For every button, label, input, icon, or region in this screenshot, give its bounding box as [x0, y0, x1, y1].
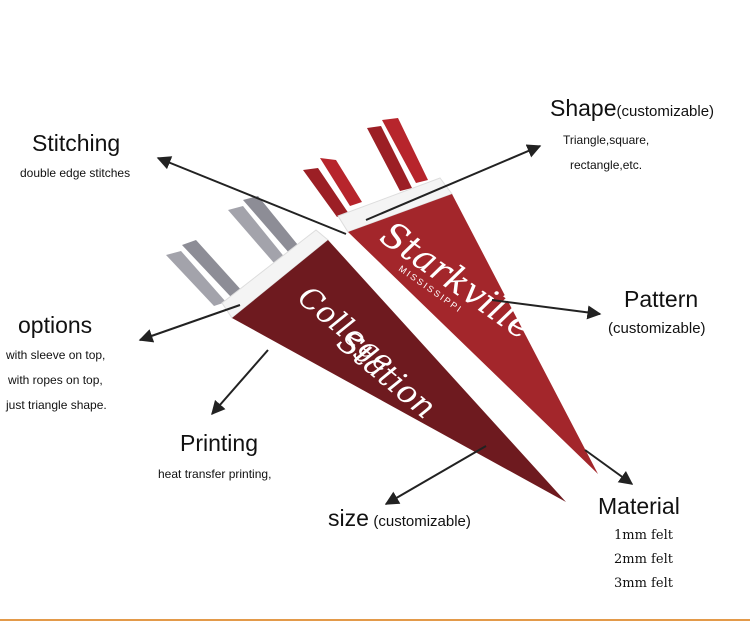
- options-line2: with ropes on top,: [8, 373, 103, 387]
- shape-arrow: [365, 144, 542, 221]
- back-pennant-body: [348, 194, 598, 474]
- size-title: size: [328, 505, 369, 531]
- pattern-qualifier: (customizable): [608, 320, 706, 337]
- shape-line1: Triangle,square,: [563, 133, 650, 147]
- pattern-title: Pattern: [624, 286, 699, 312]
- size-qualifier: (customizable): [373, 513, 471, 530]
- options-line3: just triangle shape.: [6, 398, 107, 412]
- stitching-title: Stitching: [32, 130, 121, 156]
- back-pennant: Starkville MISSISSIPPI: [303, 118, 598, 474]
- annotation-arrows: [138, 144, 634, 505]
- back-pennant-ribbon: [367, 126, 412, 191]
- stitching-desc: double edge stitches: [20, 166, 131, 180]
- front-pennant: College Station: [166, 196, 566, 502]
- back-pennant-ribbon: [382, 118, 428, 183]
- options-line1: with sleeve on top,: [6, 348, 106, 362]
- bottom-border: [0, 619, 750, 621]
- options-title: options: [18, 312, 93, 338]
- front-pennant-ribbon: [182, 240, 243, 297]
- material-title: Material: [598, 493, 680, 519]
- material-line2: 2mm felt: [614, 552, 673, 567]
- material-line3: 3mm felt: [614, 576, 673, 591]
- pattern-arrow: [491, 299, 602, 320]
- size-arrow: [384, 445, 487, 505]
- front-pennant-body: [232, 240, 566, 502]
- printing-desc: heat transfer printing,: [158, 467, 272, 481]
- shape-title-line: Shape(customizable): [550, 95, 714, 122]
- size-title-line: size (customizable): [328, 505, 471, 532]
- printing-title: Printing: [180, 430, 258, 456]
- front-pennant-ribbon: [228, 206, 286, 263]
- options-arrow: [138, 304, 241, 343]
- material-line1: 1mm felt: [614, 528, 673, 543]
- back-pennant-ribbon: [303, 168, 349, 217]
- back-pennant-ribbon: [320, 158, 362, 206]
- shape-line2: rectangle,etc.: [570, 158, 643, 172]
- printing-arrow: [211, 349, 269, 416]
- stitching-arrow: [156, 156, 347, 235]
- shape-qualifier: (customizable): [616, 103, 715, 120]
- material-arrow: [584, 449, 634, 485]
- front-pennant-ribbon: [166, 251, 226, 306]
- shape-title: Shape: [550, 95, 617, 121]
- front-pennant-ribbon: [243, 196, 302, 254]
